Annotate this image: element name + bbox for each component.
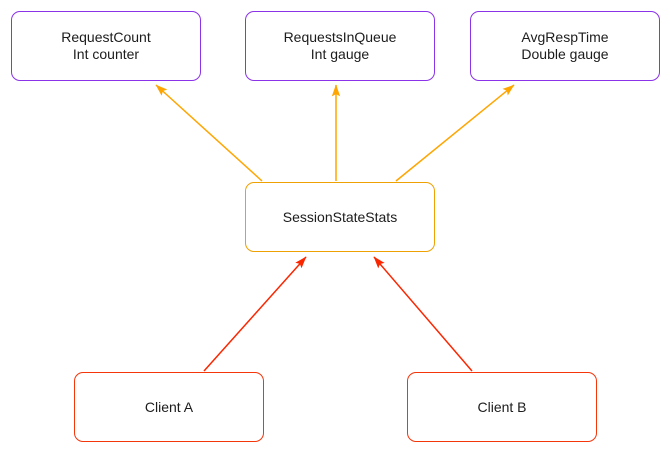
edge-clientb-to-stats [373, 256, 473, 372]
node-client-b-name: Client B [477, 398, 527, 415]
node-client-b[interactable]: Client B [407, 372, 597, 442]
node-requestsinqueue-name: RequestsInQueue [283, 29, 397, 45]
node-requestcount-name: RequestCount [61, 29, 151, 45]
node-requestsinqueue[interactable]: RequestsInQueue Int gauge [245, 11, 435, 81]
edge-stats-to-avgresptime [395, 84, 515, 182]
node-requestcount-type: Int counter [72, 46, 140, 62]
node-sessionstatestats[interactable]: SessionStateStats [245, 182, 435, 252]
node-requestcount[interactable]: RequestCount Int counter [11, 11, 201, 81]
node-avgresptime-type: Double gauge [521, 46, 609, 62]
edge-clienta-to-stats [203, 256, 307, 372]
node-client-a-name: Client A [144, 398, 194, 415]
node-avgresptime[interactable]: AvgRespTime Double gauge [470, 11, 660, 81]
node-client-a[interactable]: Client A [74, 372, 264, 442]
node-requestsinqueue-type: Int gauge [310, 46, 370, 62]
node-sessionstatestats-name: SessionStateStats [282, 208, 398, 225]
node-avgresptime-name: AvgRespTime [521, 29, 609, 45]
edge-stats-to-requestcount [155, 84, 263, 182]
